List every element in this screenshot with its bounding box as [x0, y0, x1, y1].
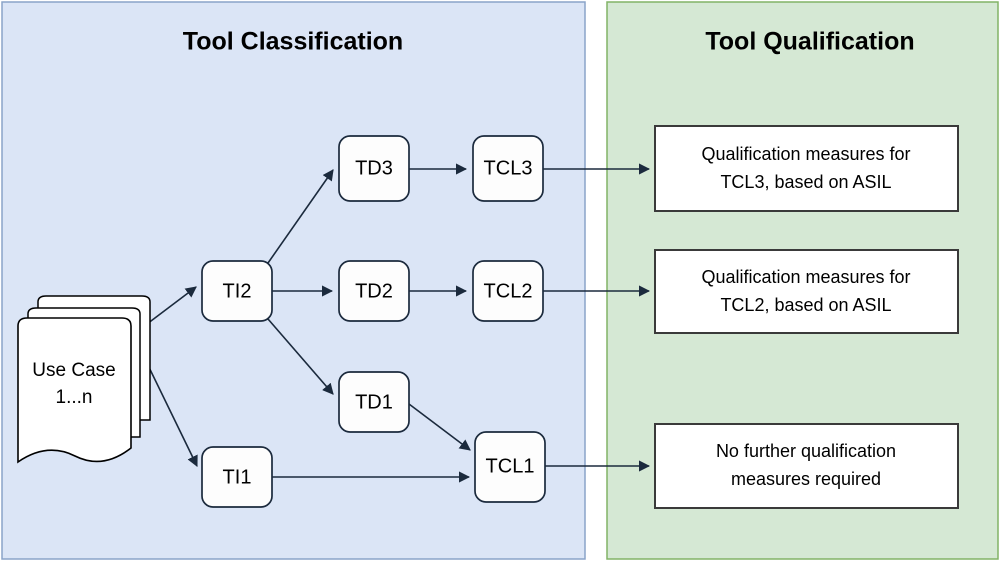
measure-box-tcl1-line2: measures required [731, 469, 881, 489]
node-td1-label: TD1 [355, 391, 393, 413]
measure-box-tcl2-line1: Qualification measures for [701, 267, 910, 287]
node-tcl2[interactable]: TCL2 [472, 260, 544, 322]
measure-box-tcl3-line1: Qualification measures for [701, 144, 910, 164]
node-ti2-box [201, 260, 273, 322]
panel-tool-classification-title: Tool Classification [183, 28, 403, 56]
measure-box-tcl2-line2: TCL2, based on ASIL [720, 295, 891, 315]
node-tcl1[interactable]: TCL1 [474, 431, 546, 503]
node-ti2-label: TI2 [223, 280, 252, 302]
measure-box-tcl3-frame [654, 125, 959, 212]
measure-box-tcl2-frame [654, 249, 959, 334]
node-td2[interactable]: TD2 [338, 260, 410, 322]
edge-usecase-to-ti1 [142, 354, 198, 468]
measure-box-tcl1-frame [654, 423, 959, 509]
node-tcl3[interactable]: TCL3 [472, 135, 544, 202]
use-case-label-line1: Use Case [32, 360, 115, 381]
node-td3-label: TD3 [355, 157, 393, 179]
panel-tool-qualification-title: Tool Qualification [705, 28, 914, 56]
edge-ti2-to-td3 [267, 169, 334, 264]
node-use-case-document[interactable]: Use Case 1...n [17, 295, 151, 464]
node-td3[interactable]: TD3 [338, 135, 410, 202]
node-ti1-box [201, 446, 273, 508]
node-td1-box [338, 371, 410, 433]
node-ti1[interactable]: TI1 [201, 446, 273, 508]
node-td2-label: TD2 [355, 280, 393, 302]
node-tcl3-box [472, 135, 544, 202]
measure-box-tcl3[interactable]: Qualification measures for TCL3, based o… [654, 125, 959, 212]
use-case-document-front [17, 317, 132, 464]
node-ti2[interactable]: TI2 [201, 260, 273, 322]
measure-box-tcl1-line1: No further qualification [716, 441, 896, 461]
node-tcl2-box [472, 260, 544, 322]
node-td1[interactable]: TD1 [338, 371, 410, 433]
node-ti1-label: TI1 [223, 466, 252, 488]
node-td3-box [338, 135, 410, 202]
node-tcl3-label: TCL3 [484, 157, 533, 179]
measure-box-tcl3-line2: TCL3, based on ASIL [720, 172, 891, 192]
edge-layer [142, 163, 651, 483]
edge-usecase-to-ti2 [142, 286, 197, 328]
node-td2-box [338, 260, 410, 322]
node-tcl2-label: TCL2 [484, 280, 533, 302]
edge-td1-to-tcl1 [408, 403, 471, 451]
edge-ti2-to-td1 [267, 318, 334, 395]
node-tcl1-box [474, 431, 546, 503]
use-case-label-line2: 1...n [56, 387, 93, 408]
measure-box-tcl2[interactable]: Qualification measures for TCL2, based o… [654, 249, 959, 334]
measure-box-tcl1[interactable]: No further qualification measures requir… [654, 423, 959, 509]
node-tcl1-label: TCL1 [486, 455, 535, 477]
